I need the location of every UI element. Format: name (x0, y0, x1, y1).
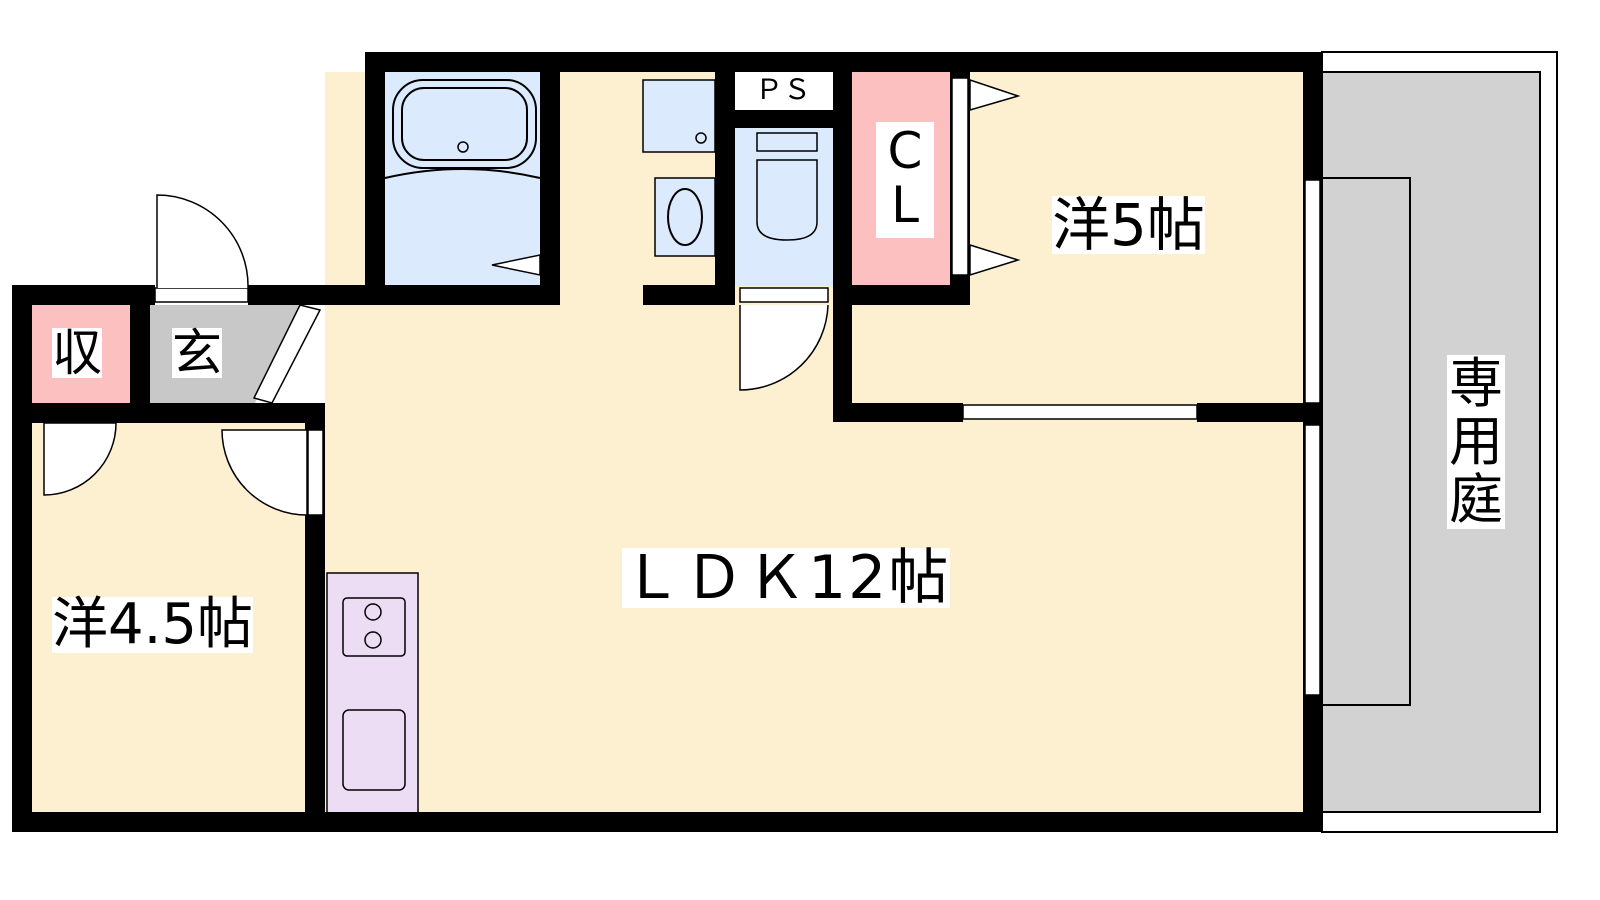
garden-area (1321, 71, 1541, 813)
window-ldk[interactable] (1304, 424, 1321, 696)
stove-icon (342, 597, 406, 657)
bathroom-floor (385, 72, 545, 287)
bath-edge (384, 168, 541, 179)
toilet-icon (756, 159, 818, 241)
sink-icon (342, 709, 406, 791)
room-label-closet: CL (876, 122, 934, 238)
room-label-ps: ＰＳ (755, 73, 812, 106)
room-label-western-5: 洋5帖 (1052, 191, 1205, 259)
front-door-frame[interactable] (154, 287, 249, 303)
room-label-entrance: 玄 (172, 324, 222, 382)
sliding-door[interactable] (962, 404, 1198, 420)
room-label-ldk: ＬＤＫ12帖 (622, 543, 951, 613)
closet-door-frame[interactable] (951, 77, 969, 276)
drain-icon (695, 132, 707, 144)
washing-machine-pan-icon (642, 79, 716, 153)
window-western-5[interactable] (1304, 179, 1321, 404)
toilet-tank-icon (756, 132, 818, 152)
washbasin-bowl (667, 188, 703, 246)
bathtub-inner (401, 87, 528, 161)
room-label-private-garden: 専用庭 (1447, 352, 1505, 531)
room-door-icon[interactable] (221, 429, 308, 516)
toilet-door-frame[interactable] (739, 287, 829, 303)
storage-door-icon[interactable] (43, 422, 117, 496)
toilet-door-icon[interactable] (739, 304, 829, 391)
burner-icon (364, 631, 382, 649)
room-label-storage: 収 (52, 324, 102, 382)
bathtub-drain-icon (457, 141, 469, 153)
closet-door-icon[interactable] (969, 78, 1021, 111)
room-label-western-45: 洋4.5帖 (52, 592, 254, 657)
bathtub-icon (392, 79, 537, 169)
entrance-step (252, 304, 322, 404)
closet-door-icon[interactable] (969, 243, 1021, 277)
front-door-icon[interactable] (156, 194, 249, 289)
washbasin-icon (654, 177, 716, 257)
burner-icon (364, 603, 382, 621)
kitchen-counter (326, 572, 419, 814)
room-door-frame[interactable] (307, 429, 324, 516)
